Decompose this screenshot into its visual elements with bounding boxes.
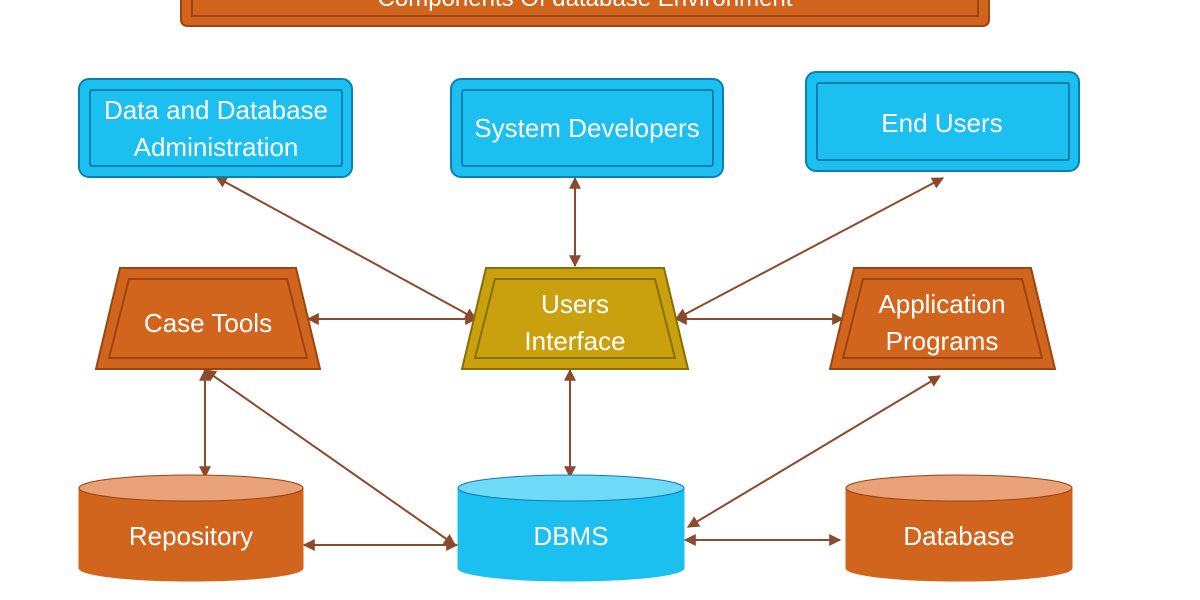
- connector-lines: [199, 176, 945, 551]
- diagram-title: Components Of database Environment: [378, 0, 793, 12]
- node-label-dda-line2: Administration: [134, 132, 299, 162]
- node-label-end-users: End Users: [881, 108, 1002, 138]
- node-label-dbms: DBMS: [533, 521, 608, 551]
- node-label-database: Database: [903, 521, 1014, 551]
- node-end-users: End Users: [805, 71, 1080, 172]
- node-case-tools: Case Tools: [94, 267, 322, 370]
- node-label-apps-line1: Application: [878, 289, 1005, 319]
- node-application-programs: Application Programs: [828, 267, 1057, 370]
- node-label-ui-line2: Interface: [524, 326, 625, 356]
- title-banner: Components Of database Environment: [180, 0, 990, 27]
- node-data-database-administration: Data and Database Administration: [78, 78, 353, 178]
- node-label-apps-line2: Programs: [886, 326, 999, 356]
- node-label-system-developers: System Developers: [474, 113, 699, 143]
- node-database: Database: [845, 474, 1073, 582]
- connector-apps-dbms: [686, 375, 942, 528]
- node-users-interface: Users Interface: [460, 267, 690, 370]
- connector-dda-ui: [214, 176, 478, 320]
- node-system-developers: System Developers: [450, 78, 724, 178]
- node-label-case-tools: Case Tools: [144, 308, 272, 338]
- node-label-dda-line1: Data and Database: [104, 95, 328, 125]
- node-label-repository: Repository: [129, 521, 253, 551]
- connector-casetools-dbms: [204, 369, 456, 546]
- connector-endusers-ui: [674, 177, 945, 320]
- node-dbms: DBMS: [457, 474, 685, 582]
- node-label-ui-line1: Users: [541, 289, 609, 319]
- node-repository: Repository: [78, 474, 304, 582]
